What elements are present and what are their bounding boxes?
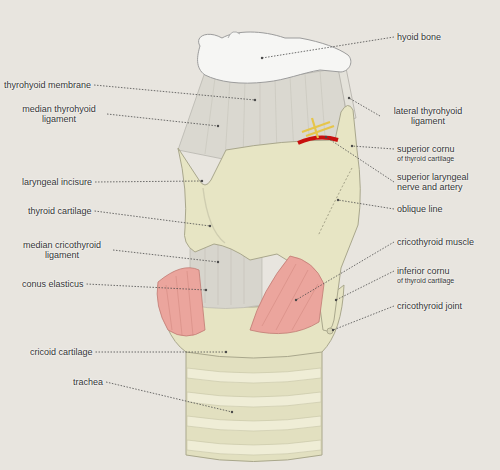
cricothyroid-joint-drawing: [327, 328, 333, 334]
leader-line: [326, 137, 394, 182]
part-label: superior cornu: [397, 144, 455, 154]
nerve-artery-drawing: [298, 118, 338, 143]
leader-line: [95, 211, 210, 226]
leader-dot: [231, 411, 233, 413]
part-label: of thyroid cartilage: [397, 277, 454, 285]
leader-dot: [337, 199, 339, 201]
hyoid-bone-drawing: [198, 32, 351, 83]
leader-dot: [261, 57, 263, 59]
leader-line: [338, 200, 394, 209]
leader-line: [336, 271, 394, 300]
part-label: cricoid cartilage: [30, 347, 93, 357]
part-label: trachea: [73, 377, 103, 387]
part-label: median cricothyroid ligament: [14, 240, 110, 260]
cricothyroid-muscle-drawing: [157, 256, 324, 336]
leader-dot: [325, 136, 327, 138]
part-label: superior laryngeal nerve and artery: [397, 172, 485, 192]
leader-dot: [201, 180, 203, 182]
leader-dot: [351, 145, 353, 147]
leader-line: [96, 352, 226, 353]
part-label: thyroid cartilage: [28, 206, 92, 216]
leader-line: [113, 250, 218, 262]
leader-dot: [217, 125, 219, 127]
leader-line: [94, 85, 255, 100]
part-label: laryngeal incisure: [22, 177, 92, 187]
part-label: conus elasticus: [22, 279, 84, 289]
leader-dot: [332, 329, 334, 331]
part-label: hyoid bone: [397, 32, 441, 42]
leader-line: [262, 37, 394, 58]
leader-line: [352, 146, 394, 149]
part-label: cricothyroid joint: [397, 301, 462, 311]
part-label: oblique line: [397, 204, 443, 214]
part-label: of thyroid cartilage: [397, 155, 454, 163]
leader-line: [349, 98, 380, 116]
leader-line: [296, 242, 394, 300]
leader-dot: [335, 299, 337, 301]
leader-line: [95, 181, 202, 182]
leader-dot: [254, 99, 256, 101]
oblique-line-drawing: [318, 168, 352, 236]
part-label: inferior cornu: [397, 266, 450, 276]
leader-dot: [217, 261, 219, 263]
leader-dot: [348, 97, 350, 99]
part-label: thyrohyoid membrane: [4, 80, 91, 90]
leader-line: [333, 306, 394, 330]
part-label: median thyrohyoid ligament: [14, 104, 104, 124]
part-label: cricothyroid muscle: [397, 237, 474, 247]
leader-line: [106, 382, 232, 412]
part-label: lateral thyrohyoid ligament: [383, 106, 473, 126]
leader-dot: [209, 225, 211, 227]
leader-line: [107, 114, 218, 126]
leader-dot: [205, 289, 207, 291]
leader-dot: [295, 299, 297, 301]
leader-dot: [225, 351, 227, 353]
leader-line: [87, 284, 206, 290]
